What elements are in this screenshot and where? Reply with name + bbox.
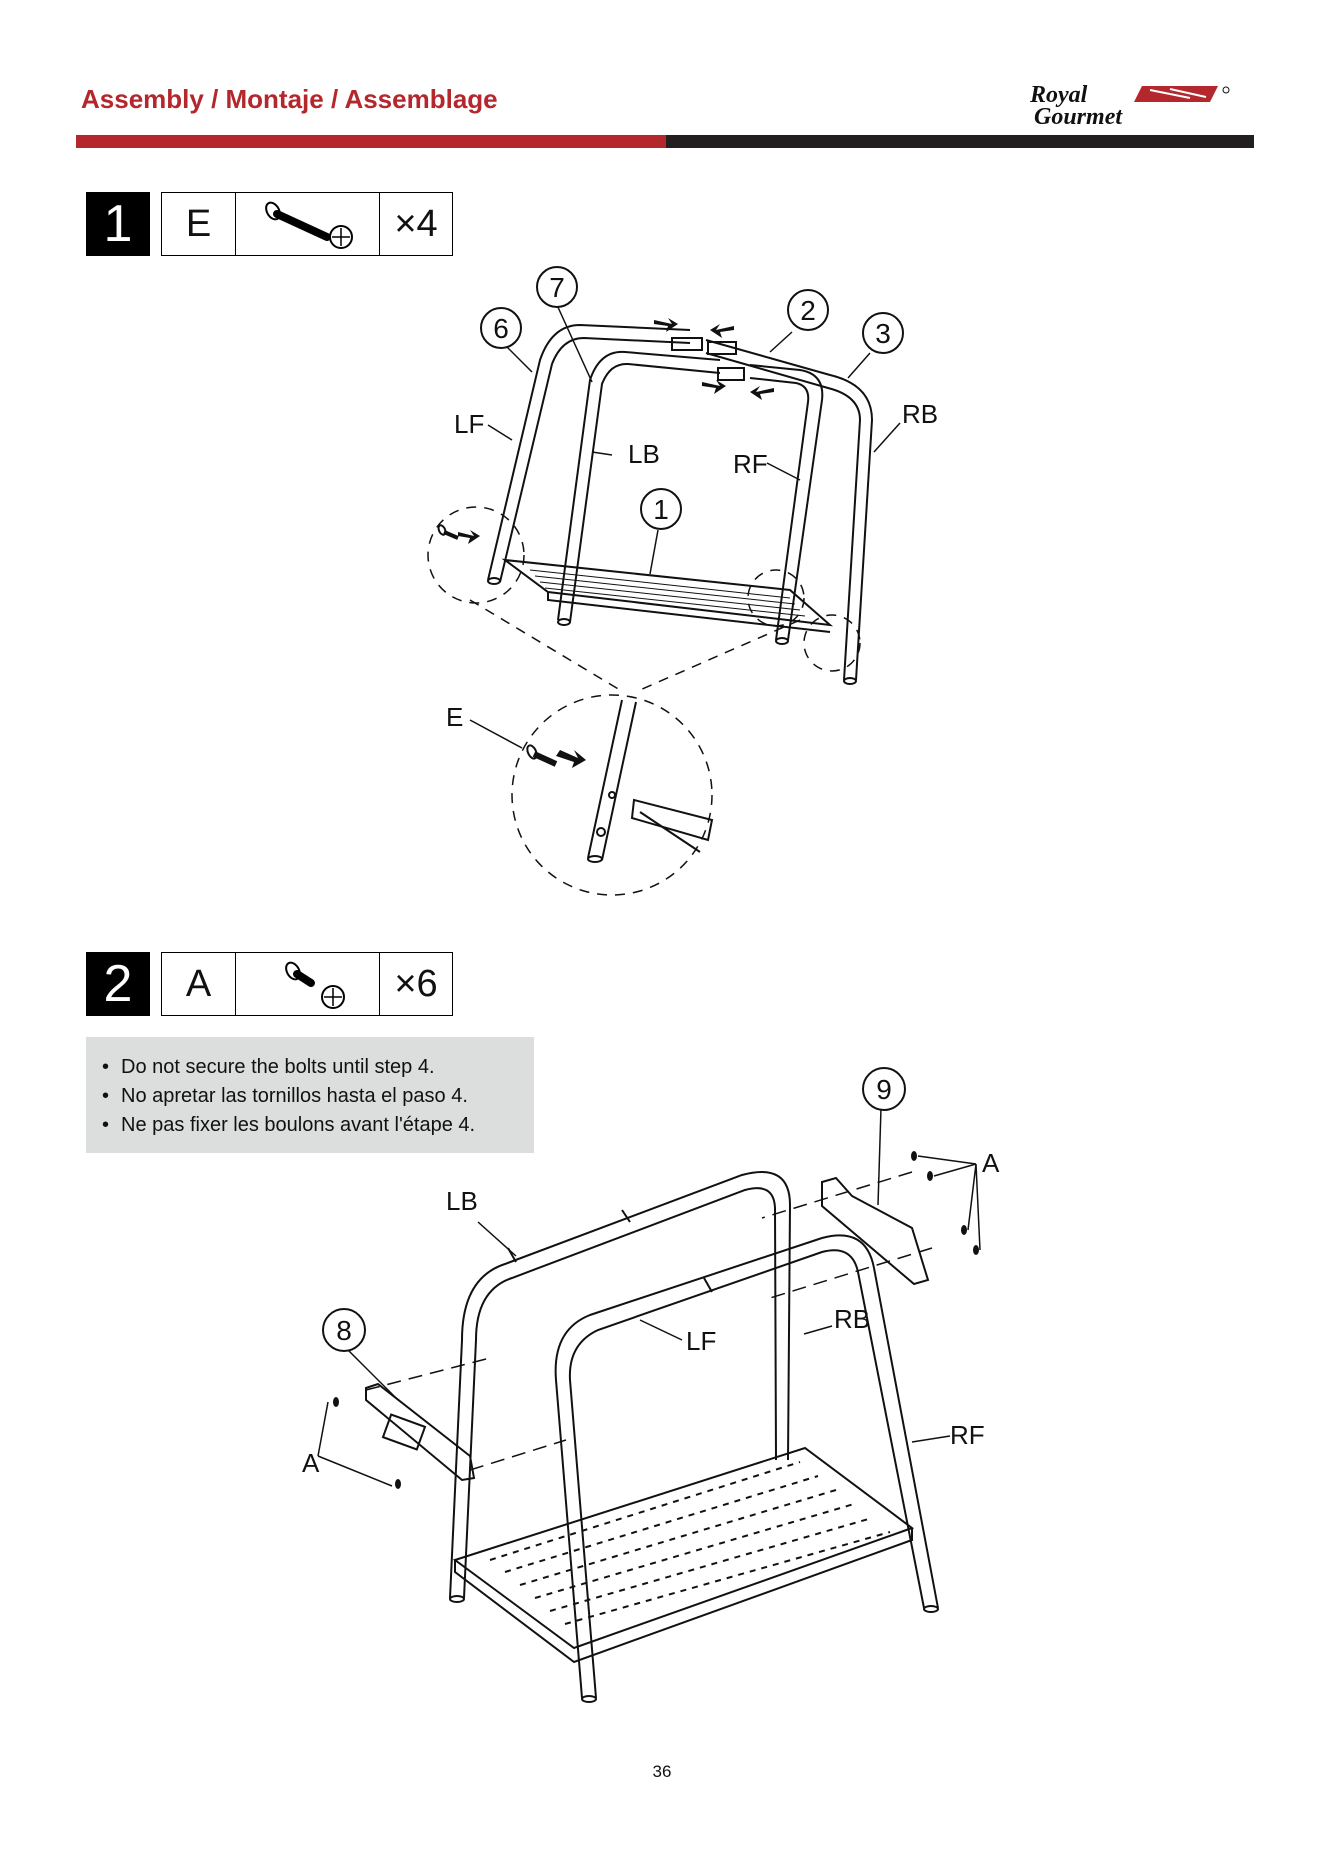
step-1-label-lb: LB — [628, 439, 660, 469]
page-number: 36 — [0, 1762, 1324, 1782]
step-1-callout-2: 2 — [800, 295, 816, 326]
step-2-number: 2 — [86, 952, 150, 1016]
step-2-label-lf: LF — [686, 1326, 716, 1356]
step-2-label-rb: RB — [834, 1304, 870, 1334]
step-2-parts-box: A ×6 — [161, 952, 453, 1016]
short-bolt-icon — [236, 953, 380, 1015]
step-1-callout-1: 1 — [653, 494, 669, 525]
step-1-callout-3: 3 — [875, 318, 891, 349]
step-2-label-a-right: A — [982, 1148, 1000, 1178]
step-2-part-letter: A — [162, 953, 236, 1015]
step-1-label-e: E — [446, 702, 463, 732]
step-1-label-rf: RF — [733, 449, 768, 479]
step-2-callout-8: 8 — [336, 1315, 352, 1346]
step-1-label-rb: RB — [902, 399, 938, 429]
step-2-callout-9: 9 — [876, 1074, 892, 1105]
step-1-label-lf: LF — [454, 409, 484, 439]
step-1-callout-7: 7 — [549, 272, 565, 303]
step-2-label-a-left: A — [302, 1448, 320, 1478]
step-1-callout-6: 6 — [493, 313, 509, 344]
step-2-label-lb: LB — [446, 1186, 478, 1216]
step-1-diagram: 7 6 2 3 1 LF LB RF RB E — [0, 0, 1324, 920]
step-2-quantity: ×6 — [380, 953, 452, 1015]
step-2-label-rf: RF — [950, 1420, 985, 1450]
step-2-diagram: 9 8 LB LF RB RF A A — [0, 1040, 1324, 1740]
